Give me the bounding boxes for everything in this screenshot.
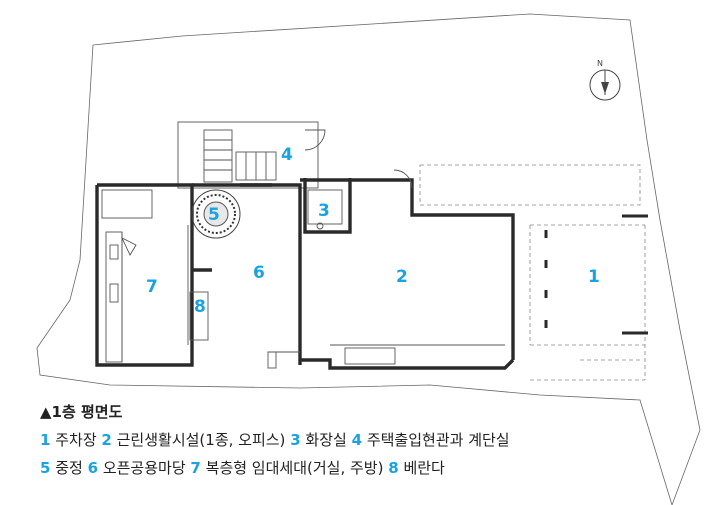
room-number-1: 1: [588, 267, 600, 287]
room-number-3: 3: [318, 201, 330, 221]
interior-lines: [101, 169, 505, 369]
legend-label-1: 주차장: [55, 431, 97, 449]
legend-num-5: 5: [40, 459, 51, 477]
legend-num-1: 1: [40, 431, 51, 449]
parking-area: [419, 164, 646, 381]
legend-label-3: 화장실: [305, 431, 347, 449]
legend-num-3: 3: [290, 431, 301, 449]
room-number-4: 4: [281, 145, 293, 165]
legend-label-8: 베란다: [403, 459, 445, 477]
legend-num-2: 2: [101, 431, 112, 449]
courtyard-tree: [191, 189, 241, 239]
room-number-7: 7: [146, 277, 158, 297]
north-compass: N: [589, 59, 621, 101]
room-number-8: 8: [194, 297, 206, 317]
plan-title: ▲1층 평면도: [40, 403, 123, 421]
legend-label-2: 근린생활시설(1종, 오피스): [116, 431, 286, 449]
exterior-walls: [95, 178, 515, 370]
legend-num-4: 4: [351, 431, 363, 449]
legend-label-5: 중정: [55, 459, 83, 477]
legend-label-6: 오픈공용마당: [102, 459, 186, 477]
legend-label-7: 복층형 임대세대(거실, 주방): [205, 459, 384, 477]
room-number-5: 5: [208, 205, 220, 225]
legend-num-7: 7: [190, 459, 201, 477]
legend-num-8: 8: [388, 459, 399, 477]
compass-n-label: N: [597, 59, 603, 68]
site-boundary: [36, 13, 701, 505]
room-number-6: 6: [253, 263, 265, 283]
stair-area: [177, 121, 326, 189]
legend-line-1: 1 주차장 2 근린생활시설(1종, 오피스) 3 화장실 4 주택출입현관과 …: [40, 428, 510, 452]
room-number-2: 2: [396, 267, 408, 287]
legend-label-4: 주택출입현관과 계단실: [366, 431, 510, 449]
parking-bollards: [544, 214, 648, 335]
legend-num-6: 6: [87, 459, 99, 477]
legend-line-2: 5 중정 6 오픈공용마당 7 복층형 임대세대(거실, 주방) 8 베란다: [40, 456, 445, 480]
